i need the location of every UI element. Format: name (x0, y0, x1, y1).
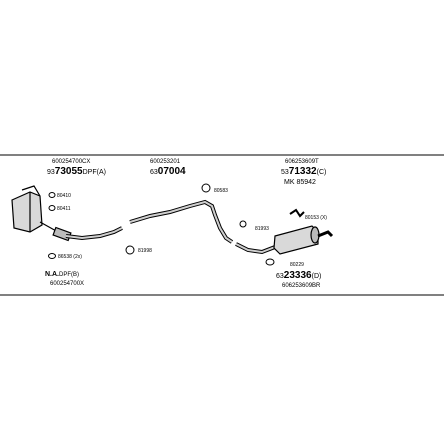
label-86538: 86538 (2x) (58, 254, 82, 260)
label-80411: 80411 (57, 206, 71, 212)
label-p3-top: 606253609T (285, 159, 319, 165)
label-p1-top: 600254700CX (52, 159, 90, 165)
label-80410: 80410 (57, 193, 71, 199)
label-81993: 81993 (255, 226, 269, 232)
label-p3-mk: MK 85942 (284, 179, 316, 186)
label-p1-line: 9373055DPF(A) (47, 166, 106, 177)
clamp-icon (48, 192, 56, 259)
label-80583: 80583 (214, 188, 228, 194)
label-p3-line: 5371332(C) (281, 166, 326, 177)
label-bottom-left: N.A.DPF(B) (45, 271, 79, 278)
label-bottom-right-sub: 606253609BR (282, 283, 321, 289)
label-p2-top: 600253201 (150, 159, 181, 165)
label-p2-line: 6307004 (150, 166, 186, 177)
clamp-icon (239, 220, 247, 228)
label-bottom-left-sub: 600254700X (50, 281, 84, 287)
label-80153: 80153 (X) (305, 215, 327, 221)
hanger-icon (289, 208, 305, 218)
label-80229: 80229 (290, 262, 304, 268)
label-bottom-right: 6323336(D) (276, 270, 321, 281)
rear-muffler-part (273, 225, 334, 255)
label-81998: 81998 (138, 248, 152, 254)
clamp-icon (125, 183, 211, 255)
clamp-icon (265, 258, 275, 266)
